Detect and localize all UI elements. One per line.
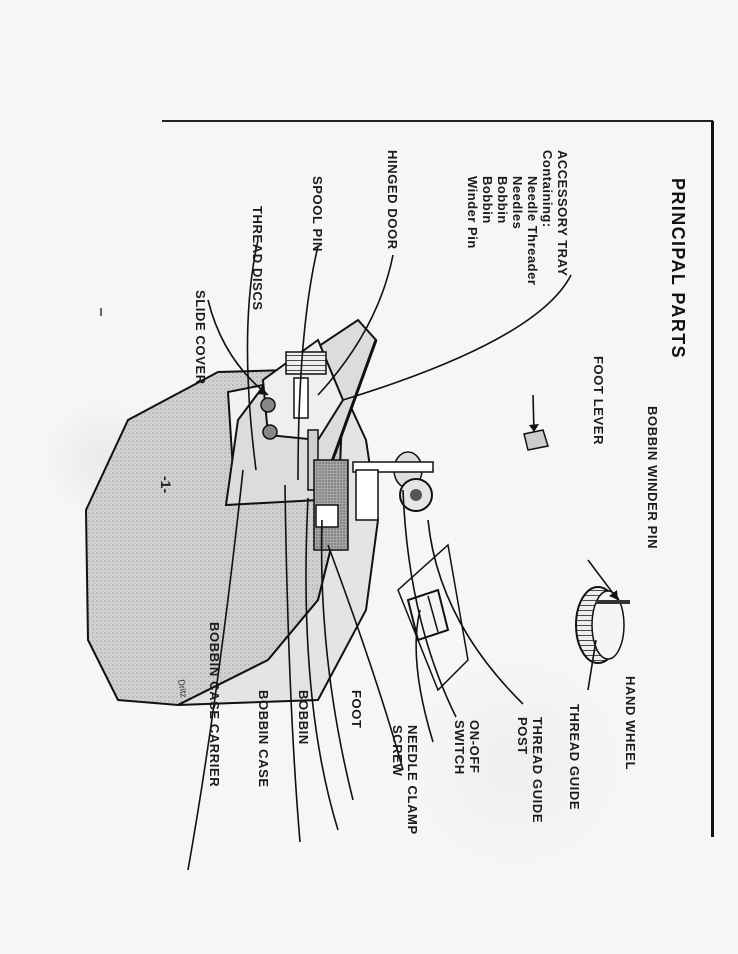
scan-mark bbox=[100, 308, 102, 316]
brand-mark: Dritz bbox=[176, 679, 189, 699]
label-spool-pin: SPOOL PIN bbox=[310, 176, 325, 252]
label-thread-guide-post-line1: THREAD GUIDE bbox=[530, 717, 545, 824]
page-border-top bbox=[162, 120, 713, 122]
accessory-item: Winder Pin bbox=[465, 176, 480, 249]
label-foot-lever: FOOT LEVER bbox=[591, 356, 606, 446]
label-hand-wheel: HAND WHEEL bbox=[623, 676, 638, 771]
label-slide-cover: SLIDE COVER bbox=[193, 290, 208, 385]
label-bobbin-winder-pin: BOBBIN WINDER PIN bbox=[645, 406, 660, 550]
accessory-tray-heading: ACCESSORY TRAY bbox=[555, 150, 570, 277]
accessory-item: Bobbin bbox=[480, 176, 495, 224]
label-foot: FOOT bbox=[349, 690, 364, 729]
foot-lever-shape bbox=[523, 429, 549, 451]
accessory-item: Needle Threader bbox=[525, 176, 540, 286]
page-number: -1- bbox=[158, 476, 174, 494]
label-bobbin-case: BOBBIN CASE bbox=[256, 690, 271, 788]
label-bobbin-case-carrier: BOBBIN CASE CARRIER bbox=[207, 622, 222, 788]
page-title: PRINCIPAL PARTS bbox=[668, 178, 688, 360]
label-hinged-door: HINGED DOOR bbox=[385, 150, 400, 250]
page-border-side bbox=[711, 121, 714, 837]
accessory-item: Bobbin bbox=[495, 176, 510, 224]
accessory-containing-label: Containing: bbox=[540, 150, 555, 228]
accessory-item: Needles bbox=[510, 176, 525, 230]
label-bobbin: BOBBIN bbox=[296, 690, 311, 745]
arrowheads bbox=[257, 386, 618, 600]
leader-lines bbox=[187, 239, 619, 871]
accessory-tray-list: ACCESSORY TRAY Containing: Needle Thread… bbox=[465, 150, 570, 285]
label-thread-discs: THREAD DISCS bbox=[250, 206, 265, 311]
bobbin-winder-pin-shape bbox=[596, 600, 630, 604]
label-thread-guide-post-line2: POST bbox=[515, 717, 530, 755]
label-on-off-switch-line2: SWITCH bbox=[452, 720, 467, 775]
label-on-off-switch-line1: ON-OFF bbox=[467, 720, 482, 774]
label-needle-clamp-screw-line1: NEEDLE CLAMP bbox=[405, 725, 420, 835]
label-needle-clamp-screw-line2: SCREW bbox=[390, 725, 405, 777]
label-thread-guide: THREAD GUIDE bbox=[567, 704, 582, 811]
